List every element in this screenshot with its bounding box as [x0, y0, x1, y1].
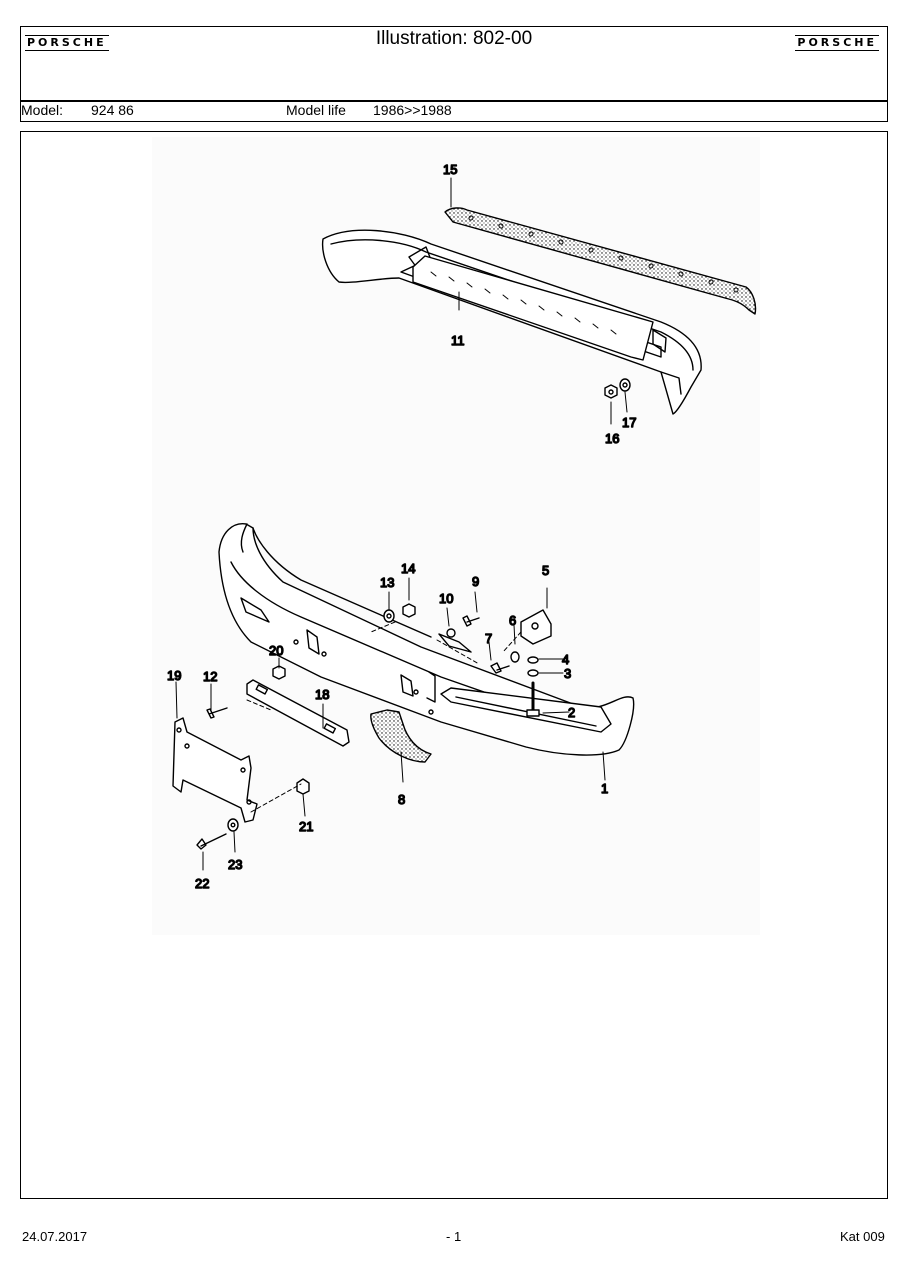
washer-17	[619, 378, 631, 392]
bracket-18	[246, 679, 350, 747]
rubber-strip	[444, 207, 757, 315]
callout-2: 2	[568, 705, 575, 720]
callout-23: 23	[228, 857, 242, 872]
screw-22	[196, 833, 227, 850]
header-box: PORSCHE Illustration: 802-00 PORSCHE Mod…	[20, 26, 888, 122]
washer-13	[383, 609, 395, 623]
nut-16	[604, 384, 618, 399]
callout-13: 13	[380, 575, 394, 590]
nut-14	[402, 603, 416, 618]
washer-3	[527, 669, 539, 677]
exploded-parts-diagram: 1 2 3 4 5 6 7 8 9 10 11 12 13 14 15 16 1…	[166, 161, 757, 892]
rear-bumper-panel	[412, 255, 654, 361]
porsche-logo-left: PORSCHE	[25, 35, 109, 51]
callout-19: 19	[167, 668, 181, 683]
model-life-label: Model life	[286, 102, 346, 118]
callout-10: 10	[439, 591, 453, 606]
callout-12: 12	[203, 669, 217, 684]
footer-page-number: - 1	[446, 1229, 462, 1244]
callout-11: 11	[451, 333, 465, 348]
callout-6: 6	[509, 613, 516, 628]
callout-labels: 1 2 3 4 5 6 7 8 9 10 11 12 13 14 15 16 1…	[166, 161, 637, 891]
callout-3: 3	[564, 666, 571, 681]
callout-15: 15	[443, 162, 457, 177]
callout-8: 8	[398, 792, 405, 807]
illustration-title: Illustration: 802-00	[375, 28, 533, 49]
part-8-guide	[370, 709, 432, 763]
footer-date: 24.07.2017	[22, 1229, 88, 1244]
bracket-19	[172, 717, 258, 823]
diagram-box: 1 2 3 4 5 6 7 8 9 10 11 12 13 14 15 16 1…	[20, 131, 888, 1199]
callout-1: 1	[601, 781, 608, 796]
bolt-2	[526, 681, 540, 717]
front-bumper	[218, 523, 635, 756]
model-life-value: 1986>>1988	[373, 102, 452, 118]
callout-7: 7	[485, 631, 492, 646]
assembly-guide-lines	[246, 621, 522, 813]
callout-14: 14	[401, 561, 415, 576]
footer-catalog: Kat 009	[840, 1229, 885, 1244]
model-value: 924 86	[91, 102, 134, 118]
nut-21	[296, 778, 310, 795]
screw-7	[490, 662, 510, 674]
screw-12	[206, 707, 228, 719]
callout-5: 5	[542, 563, 549, 578]
callout-22: 22	[195, 876, 209, 891]
callout-17: 17	[622, 415, 636, 430]
callout-16: 16	[605, 431, 619, 446]
lock-washer-10	[446, 628, 456, 638]
washer-4	[527, 656, 539, 664]
leader-lines	[175, 177, 628, 871]
model-label: Model:	[21, 102, 64, 118]
washer-23	[227, 818, 239, 832]
porsche-logo-right: PORSCHE	[795, 35, 879, 51]
callout-4: 4	[562, 652, 569, 667]
callout-18: 18	[315, 687, 329, 702]
callout-21: 21	[299, 819, 313, 834]
bracket-5	[520, 609, 552, 645]
callout-20: 20	[269, 643, 283, 658]
header-rule	[21, 100, 887, 102]
callout-9: 9	[472, 574, 479, 589]
screw-9	[462, 615, 480, 627]
washer-6	[510, 651, 520, 663]
